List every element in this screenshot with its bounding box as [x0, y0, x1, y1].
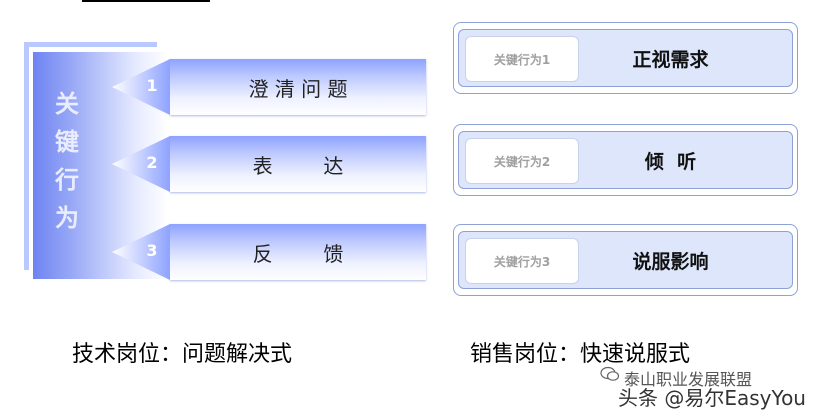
- number-arrow: [112, 136, 170, 192]
- step-number: 3: [146, 241, 158, 260]
- behavior-bar: 反 馈: [170, 224, 426, 280]
- card-title: 倾 听: [644, 150, 697, 173]
- behavior-card: 关键行为3 说服影响: [453, 224, 798, 296]
- card-title: 说服影响: [632, 250, 709, 273]
- behavior-bar: 表 达: [170, 136, 426, 192]
- card-title: 正视需求: [632, 48, 709, 71]
- number-arrow: [112, 224, 170, 280]
- top-rule: [82, 0, 210, 2]
- heading-char: 键: [55, 128, 79, 156]
- panel-frame-top: [24, 42, 157, 47]
- step-number: 1: [146, 76, 158, 95]
- card-body: 关键行为3 说服影响: [458, 231, 793, 289]
- heading-char: 关: [55, 90, 79, 118]
- card-tag: 关键行为2: [465, 138, 579, 184]
- heading-char: 为: [55, 204, 79, 232]
- behavior-bar: 澄 清 问 题: [170, 59, 426, 115]
- wechat-icon: [600, 366, 620, 381]
- step-number: 2: [146, 153, 158, 172]
- left-caption: 技术岗位：问题解决式: [72, 342, 293, 367]
- behavior-label: 表 达: [252, 153, 344, 178]
- behavior-card: 关键行为2 倾 听: [453, 124, 798, 196]
- panel-frame-side: [24, 42, 29, 270]
- right-caption: 销售岗位：快速说服式: [470, 342, 691, 367]
- watermark-org: 泰山职业发展联盟: [624, 370, 753, 389]
- card-body: 关键行为1 正视需求: [458, 29, 793, 87]
- card-tag: 关键行为3: [465, 238, 579, 284]
- card-tag: 关键行为1: [465, 36, 579, 82]
- card-body: 关键行为2 倾 听: [458, 131, 793, 189]
- behavior-card: 关键行为1 正视需求: [453, 22, 798, 94]
- behavior-label: 反 馈: [252, 241, 344, 266]
- watermark-author: 头条 @易尔EasyYou: [618, 386, 806, 410]
- number-arrow: [112, 59, 170, 115]
- heading-char: 行: [55, 166, 79, 194]
- behavior-label: 澄 清 问 题: [248, 76, 348, 101]
